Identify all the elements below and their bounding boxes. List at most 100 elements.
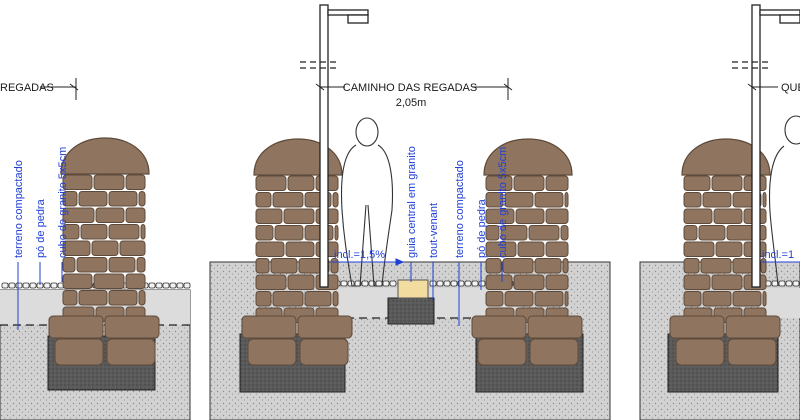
granite-cube [22,282,30,289]
base-stone [48,315,104,339]
stone-block [62,207,95,223]
stone-block [304,225,334,241]
stone-block [485,241,517,257]
stone-block [534,258,562,274]
stone-block [255,258,270,274]
left-stone-column [48,137,160,366]
stone-block [564,291,569,307]
annotation-leaders [17,262,503,330]
stone-block [108,224,140,240]
stone-block [78,290,108,306]
stone-block [485,208,515,224]
stone-block [287,274,315,290]
stone-block [274,225,304,241]
base-stone [241,315,297,339]
stone-block [683,175,711,191]
base-stone [727,338,777,366]
center-lamp-post [300,4,369,288]
stone-block [485,175,513,191]
stone-block [715,241,743,257]
center-right-stone-column [471,138,583,366]
stone-block [78,191,108,207]
stone-block [93,174,125,190]
stone-block [62,240,91,256]
stone-block [683,208,713,224]
stone-block [108,191,138,207]
left-layer-cubo: cubo de granito 5x5cm [57,147,69,258]
base-stone [54,338,104,366]
granite-cube [443,280,451,287]
granite-cube [389,280,397,287]
stone-block [93,273,125,289]
right-slope-label: incl.=1 [762,249,794,261]
stone-block [683,274,711,290]
stone-block [564,192,569,208]
center-dimension [315,78,513,100]
granite-cube [436,280,444,287]
center-dimension-label: CAMINHO DAS REGADAS [343,82,477,94]
stone-block [485,291,504,307]
stone-block [304,291,332,307]
base-stone [299,338,349,366]
stone-block [528,225,560,241]
stone-block [255,291,272,307]
stone-block [62,224,80,240]
granite-cube [183,282,191,289]
stone-block [702,291,732,307]
stone-block [517,241,545,257]
center-cubo: cubo de granito 5x5cm [497,147,509,258]
stone-block [485,258,502,274]
center-tout-venant: tout-venant [428,203,440,258]
granite-cube [471,280,479,287]
stone-block [125,174,146,190]
stone-block [62,290,78,306]
stone-block [732,291,762,307]
stone-block [698,225,726,241]
base-stone [529,338,579,366]
stone-block [138,191,146,207]
granite-cube [1,282,9,289]
granite-cube [29,282,37,289]
center-terreno: terreno compactado [454,160,466,258]
column-cap [60,137,150,175]
stone-block [513,175,545,191]
stone-block [108,290,138,306]
stone-block [270,258,298,274]
stone-block [91,240,119,256]
right-human-figure [769,115,800,287]
base-stone [104,315,160,339]
left-layer-terreno: terreno compactado [13,160,25,258]
granite-cube [15,282,23,289]
stone-block [255,208,283,224]
stone-block [62,174,93,190]
base-stone [106,338,156,366]
center-human-figure [341,117,393,287]
base-stone [477,338,527,366]
stone-block [683,291,702,307]
stone-block [125,273,146,289]
stone-block [504,291,534,307]
stone-block [272,192,304,208]
stone-block [255,175,287,191]
stone-block [683,258,700,274]
granite-cube [361,280,369,287]
center-po-de-pedra: pó de pedra [476,198,488,258]
stone-block [138,290,146,306]
stone-block [485,225,500,241]
granite-cube [464,280,472,287]
granite-cube [155,282,163,289]
stone-block [285,241,315,257]
granite-cube [450,280,458,287]
stone-block [62,191,78,207]
granite-cube [382,280,390,287]
stone-block [287,175,315,191]
stone-block [513,274,545,290]
stone-block [332,192,339,208]
stone-block [62,257,76,273]
stone-block [683,225,698,241]
stone-block [502,258,534,274]
right-lamp-post [732,4,800,288]
right-stone-column [669,138,781,366]
center-slope-arrow [332,258,405,266]
